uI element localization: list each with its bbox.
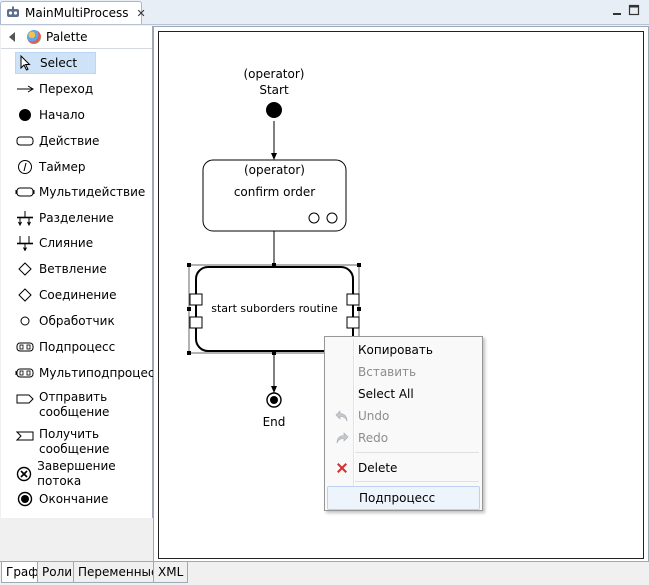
subprocess-name: start suborders routine — [211, 302, 338, 315]
editor-tab-title: MainMultiProcess — [25, 6, 129, 20]
context-menu: Копировать Вставить Select All Undo Redo… — [324, 336, 483, 511]
menu-item-redo[interactable]: Redo — [325, 427, 482, 449]
task-marker-circle-icon — [308, 212, 320, 224]
timer-icon — [15, 159, 35, 175]
tab-xml[interactable]: XML — [153, 562, 189, 583]
start-name: Start — [259, 83, 289, 97]
redo-icon — [330, 430, 354, 446]
palette-item-transition[interactable]: Переход — [15, 79, 93, 99]
palette-item-end-token[interactable]: Завершение потока — [15, 459, 152, 488]
palette-item-conjunction[interactable]: Соединение — [15, 285, 116, 305]
subprocess-icon — [15, 339, 35, 355]
task-role: (operator) — [244, 163, 305, 177]
bottom-tab-bar: Граф Роли Переменные XML — [0, 561, 649, 585]
transition-arrow-icon — [15, 81, 35, 97]
editor-tab[interactable]: MainMultiProcess ✕ — [0, 1, 146, 24]
end-name: End — [262, 415, 286, 429]
start-node-label: (operator) Start — [224, 66, 324, 98]
minimize-icon[interactable] — [611, 4, 623, 16]
subprocess-port-icon — [346, 316, 360, 329]
palette-item-decision[interactable]: Ветвление — [15, 259, 107, 279]
palette-item-fork[interactable]: Разделение — [15, 208, 114, 228]
subprocess-port-icon — [189, 293, 203, 306]
end-token-icon — [15, 466, 33, 482]
undo-icon — [330, 408, 354, 424]
diagram-svg — [187, 102, 361, 408]
palette-item-subprocess[interactable]: Подпроцесс — [15, 337, 115, 357]
transition-start-task-arrow-icon — [271, 153, 277, 160]
end-node-icon — [15, 491, 35, 507]
palette-item-timer[interactable]: Таймер — [15, 157, 86, 177]
receive-message-line2: сообщение — [39, 442, 110, 456]
decision-icon — [15, 261, 35, 277]
palette-item-send-message[interactable]: Отправить сообщение — [15, 390, 109, 422]
task-node[interactable] — [202, 159, 347, 232]
send-message-line1: Отправить — [39, 390, 108, 404]
palette-item-end[interactable]: Окончание — [15, 489, 108, 509]
tab-variables[interactable]: Переменные — [73, 562, 164, 583]
transition-subprocess-end-arrow-icon — [271, 386, 277, 393]
menu-separator — [355, 452, 479, 453]
menu-item-copy[interactable]: Копировать — [358, 343, 433, 357]
menu-item-subprocess[interactable]: Подпроцесс — [327, 486, 480, 510]
maximize-icon[interactable] — [628, 4, 640, 16]
palette-item-action[interactable]: Действие — [15, 131, 99, 151]
arrow-cursor-icon — [16, 55, 36, 71]
action-icon — [15, 133, 35, 149]
conjunction-icon — [15, 287, 35, 303]
receive-message-icon — [15, 428, 35, 444]
start-node-icon — [15, 107, 35, 123]
receive-message-line1: Получить — [39, 427, 100, 441]
close-icon[interactable]: ✕ — [136, 6, 146, 20]
palette-item-receive-message[interactable]: Получить сообщение — [15, 427, 109, 459]
send-message-line2: сообщение — [39, 405, 110, 419]
menu-item-paste[interactable]: Вставить — [358, 365, 417, 379]
join-icon — [15, 235, 35, 251]
palette-item-start[interactable]: Начало — [15, 105, 85, 125]
palette-item-multi-action[interactable]: Мультидействие — [15, 182, 145, 202]
multi-action-icon — [15, 184, 35, 200]
start-role: (operator) — [243, 67, 305, 81]
send-message-icon — [15, 391, 35, 407]
task-name: confirm order — [233, 185, 316, 199]
tab-graph[interactable]: Граф — [1, 562, 44, 583]
palette-item-handler[interactable]: Обработчик — [15, 311, 115, 331]
tab-roles[interactable]: Роли — [37, 562, 78, 583]
subprocess-port-icon — [346, 293, 360, 306]
palette-item-join[interactable]: Слияние — [15, 233, 93, 253]
palette-header[interactable]: Palette — [1, 26, 152, 49]
palette-item-multi-subprocess[interactable]: Мультиподпроцесс — [15, 363, 161, 383]
palette-item-select[interactable]: Select — [15, 52, 96, 74]
subprocess-port-icon — [189, 316, 203, 329]
process-icon — [6, 6, 20, 20]
delete-icon — [330, 460, 354, 476]
handler-icon — [15, 313, 35, 329]
palette-title: Palette — [46, 30, 88, 44]
editor-tab-bar: MainMultiProcess ✕ — [0, 0, 649, 25]
start-node[interactable] — [266, 102, 282, 118]
task-marker-circle-icon — [326, 212, 338, 224]
end-node-core — [270, 396, 278, 404]
collapse-triangle-icon[interactable] — [9, 32, 15, 42]
multi-subprocess-icon — [15, 365, 35, 381]
palette-icon — [27, 30, 41, 44]
menu-item-select-all[interactable]: Select All — [358, 387, 414, 401]
menu-separator — [355, 481, 479, 482]
menu-item-undo[interactable]: Undo — [325, 405, 482, 427]
fork-icon — [15, 210, 35, 226]
menu-item-delete[interactable]: Delete — [325, 457, 482, 479]
palette-panel: Palette Select Переход Начало Действие Т… — [1, 26, 161, 518]
